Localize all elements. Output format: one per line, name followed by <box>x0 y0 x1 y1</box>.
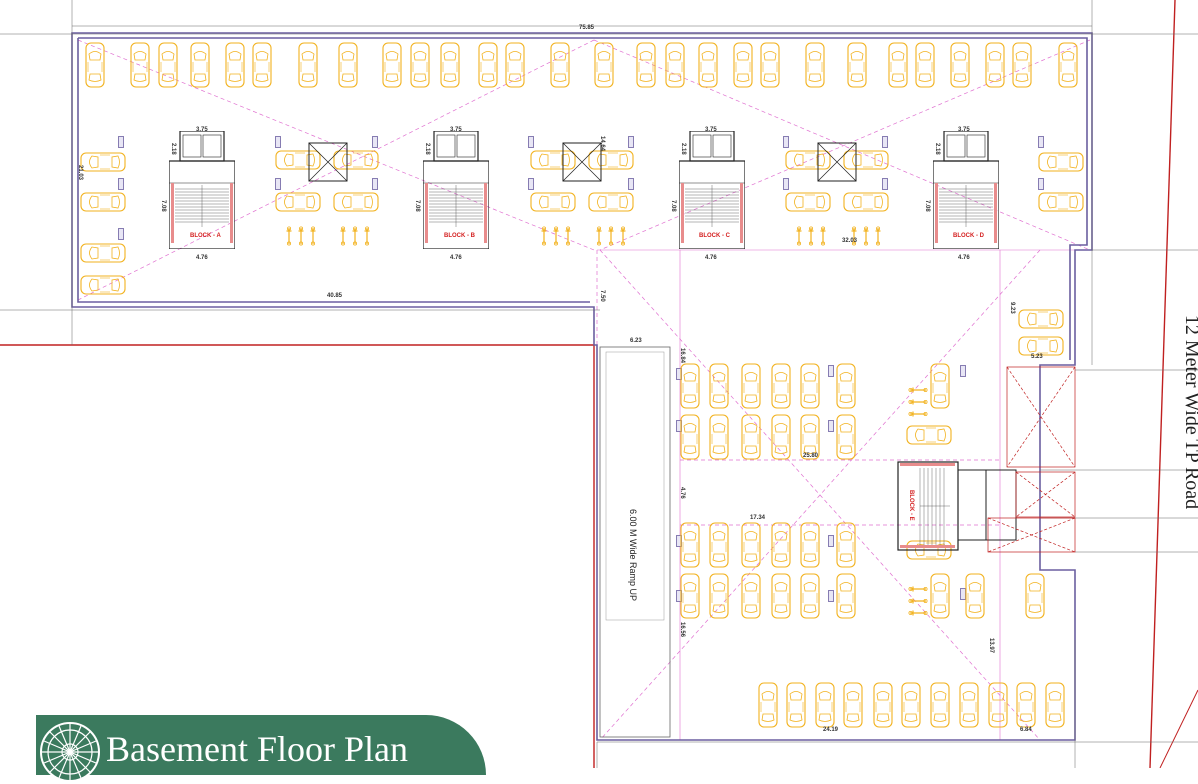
block-e-label: BLOCK - E <box>908 490 914 521</box>
dim-block-c-lift: 2.18 <box>680 143 686 155</box>
dim-block-c-height: 7.08 <box>670 200 676 212</box>
block-cores <box>169 131 999 249</box>
floor-plan-drawing: BLOCK - A BLOCK - B BLOCK - C BLOCK - D … <box>0 0 1198 768</box>
dim-block-b-width: 3.75 <box>450 127 462 133</box>
block-d-label: BLOCK - D <box>953 233 985 239</box>
dim-block-c-base: 4.76 <box>705 255 717 261</box>
dim-wing-width-2: 17.34 <box>750 515 766 521</box>
dim-left-height: 21.03 <box>77 165 83 181</box>
dim-block-a-width: 3.75 <box>196 127 208 133</box>
dim-right-b: 5.23 <box>1031 354 1043 360</box>
basement-outline <box>71 32 1093 741</box>
compass-logo <box>40 722 100 782</box>
dim-bottom-right: 6.84 <box>1020 727 1032 733</box>
dim-mid-height: 14.64 <box>599 136 605 152</box>
dim-block-b-height: 7.08 <box>414 200 420 212</box>
dim-block-a-base: 4.76 <box>196 255 208 261</box>
block-a-label: BLOCK - A <box>190 233 221 239</box>
block-e-core <box>897 461 1017 551</box>
dim-wing-mid: 4.76 <box>679 487 685 499</box>
dim-block-d-height: 7.08 <box>924 200 930 212</box>
ramp-label: 6.00 M Wide Ramp UP <box>628 509 638 601</box>
dim-block-b-lift: 2.18 <box>424 143 430 155</box>
dim-block-d-base: 4.76 <box>958 255 970 261</box>
dim-block-c-width: 3.75 <box>705 127 717 133</box>
dim-wing-width-1: 25.80 <box>803 453 819 459</box>
dim-right-a: 9.23 <box>1009 302 1015 314</box>
block-b-label: BLOCK - B <box>444 233 476 239</box>
dim-mid-width: 32.03 <box>842 238 858 244</box>
dim-block-d-lift: 2.18 <box>934 143 940 155</box>
dim-bottom-width: 24.19 <box>823 727 839 733</box>
dim-top-overall: 75.85 <box>579 25 595 31</box>
dim-right-c: 13.97 <box>988 638 994 654</box>
block-c-label: BLOCK - C <box>699 233 731 239</box>
car-bays-right <box>1018 309 1064 356</box>
car-row-bottom <box>758 682 1065 728</box>
title-banner <box>36 715 486 775</box>
dim-bottom-left: 40.85 <box>327 293 343 299</box>
dim-block-b-base: 4.76 <box>450 255 462 261</box>
road-label: 12 Meter Wide TP Road <box>1181 315 1198 509</box>
dim-wing-low: 16.56 <box>679 622 685 638</box>
car-row-top <box>85 42 1078 88</box>
ramp <box>599 346 671 738</box>
service-areas <box>987 366 1076 553</box>
dim-ramp-left: 16.84 <box>679 348 685 364</box>
dim-drop: 7.50 <box>599 290 605 302</box>
columns <box>118 136 1044 602</box>
car-bays-wing-lower <box>680 522 1045 619</box>
site-boundary <box>0 0 1198 768</box>
dim-ramp-top: 6.23 <box>630 338 642 344</box>
dim-block-a-height: 7.08 <box>160 200 166 212</box>
dim-block-a-lift: 2.18 <box>170 143 176 155</box>
car-bays-wing-upper <box>680 363 952 460</box>
dim-block-d-width: 3.75 <box>958 127 970 133</box>
page-title: Basement Floor Plan <box>106 729 408 769</box>
